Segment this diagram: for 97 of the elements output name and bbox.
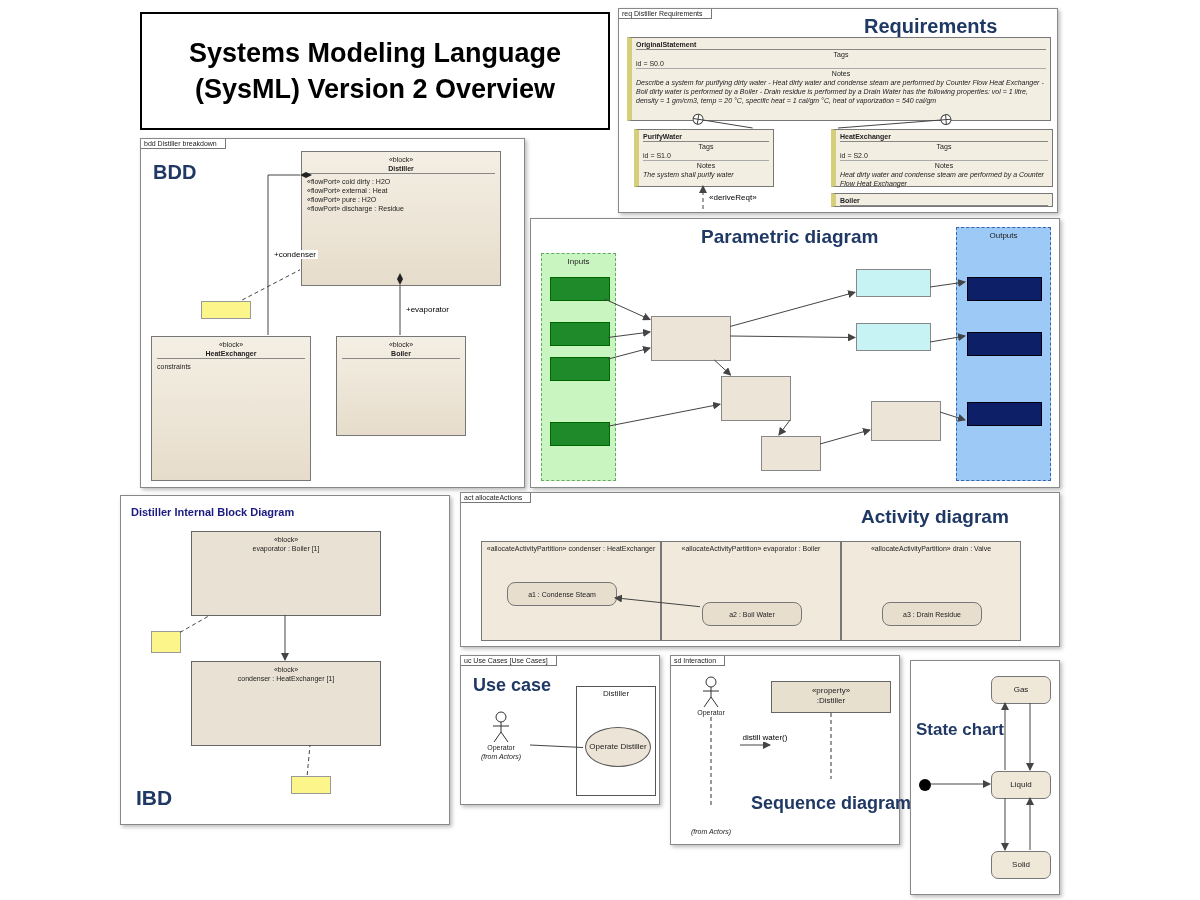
constraint-block [871,401,941,441]
connector [306,744,311,776]
connector [692,113,754,129]
panel-heading: Activity diagram [861,507,1009,528]
panel-heading: Requirements [864,15,998,37]
connector [607,328,651,338]
diagram-panel [530,218,1060,488]
node-text: :Distiller [815,696,847,706]
connector [837,114,952,129]
input-box [550,422,610,446]
state-box [991,676,1051,704]
panel-heading: Sequence diagram [751,794,912,814]
connector [604,298,651,321]
input-box [550,357,610,381]
connector [699,185,707,210]
block-box [336,336,466,436]
connector [529,744,584,748]
action-box [702,602,802,626]
connector [929,780,991,788]
action-box [507,582,617,606]
connector [241,269,301,301]
inputs-band [541,253,616,481]
requirement-box [831,193,1053,207]
connector [1001,797,1009,851]
edge-label: +evaporator [404,305,451,314]
system-boundary [576,686,656,796]
node-text: Distiller Internal Block Diagram [131,506,295,519]
connector [1026,797,1034,851]
edge-label: distill water() [740,733,790,742]
connector [729,333,856,342]
diagram-panel [910,660,1060,895]
node-text: Outputs [988,231,1019,241]
swimlane [841,541,1021,641]
connector [397,273,403,336]
connector [607,401,721,427]
title-banner: Systems Modeling Language (SysML) Version 2 Overview [140,12,610,130]
node-text: Distiller [601,689,631,699]
connector [1026,702,1034,771]
diagram-panel [140,138,525,488]
edge-label: +condenser [272,250,319,259]
constraint-block [721,376,791,421]
output-box [967,332,1042,356]
node-text: Operate Distiller [589,742,647,752]
node-text: «property» [810,686,852,696]
panel-heading: Parametric diagram [701,227,879,248]
connector [1001,702,1009,771]
initial-state-dot [919,779,931,791]
input-box [550,277,610,301]
note-shape [291,776,331,794]
note-shape [201,301,251,319]
panel-heading: BDD [153,161,197,183]
node-text: Liquid [1010,780,1032,790]
block-box [151,336,311,481]
action-box [882,602,982,626]
part-box [191,531,381,616]
output-box [967,402,1042,426]
input-box [550,322,610,346]
connector [819,427,871,445]
diagram-panel [460,492,1060,647]
swimlane [481,541,661,641]
constraint-block [761,436,821,471]
part-box [191,661,381,746]
panel-heading: IBD [136,786,173,810]
node-text: Solid [1012,860,1030,870]
connector [267,172,312,336]
connector [729,290,856,327]
requirement-box [831,129,1053,187]
connector [281,614,289,661]
swimlane [661,541,841,641]
output-box [967,277,1042,301]
connector [739,741,771,749]
connector [179,614,211,633]
panel-heading: State chart [916,721,1004,740]
connector [929,333,966,343]
connector [939,411,966,422]
outputs-band [956,227,1051,481]
node-text: Gas [1013,685,1029,695]
diagram-panel [460,655,660,805]
state-box [991,771,1051,799]
buffer-block [856,269,931,297]
requirement-box [634,129,774,187]
connector [614,594,701,608]
requirement-box [627,37,1051,121]
use-case-ellipse [585,727,651,767]
connector [778,419,791,436]
node-text: Inputs [566,257,591,267]
connector [929,279,966,288]
buffer-block [856,323,931,351]
constraint-block [651,316,731,361]
panel-heading: Use case [473,676,552,696]
connector [607,345,651,360]
edge-label: «deriveReqt» [707,192,759,202]
state-box [991,851,1051,879]
note-shape [151,631,181,653]
connector [713,359,732,376]
diagram-panel [120,495,450,825]
diagram-panel [618,8,1058,213]
